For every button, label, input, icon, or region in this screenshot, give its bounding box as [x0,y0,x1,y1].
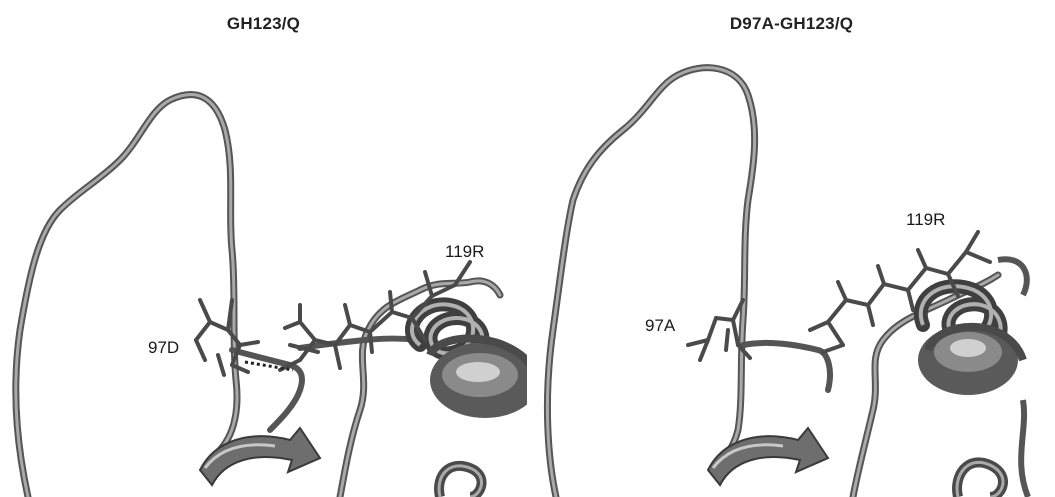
coil-fragment [957,400,1028,497]
beta-strand-arrow [200,428,320,485]
alpha-helix [412,304,527,418]
coil-fragment [439,466,482,497]
beta-strand-arrow [708,428,828,485]
backbone-loop [547,68,754,497]
panel-mutant: D97A-GH123/Q [528,0,1055,497]
protein-structure-render [528,0,1055,497]
alpha-helix [918,259,1027,395]
residue-label-119r: 119R [445,242,484,262]
panel-wild-type: GH123/Q [0,0,527,497]
residue-label-97a: 97A [645,316,675,336]
side-chain-97d [196,300,258,375]
residue-label-119r: 119R [906,210,945,230]
residue-label-97d: 97D [148,338,179,358]
